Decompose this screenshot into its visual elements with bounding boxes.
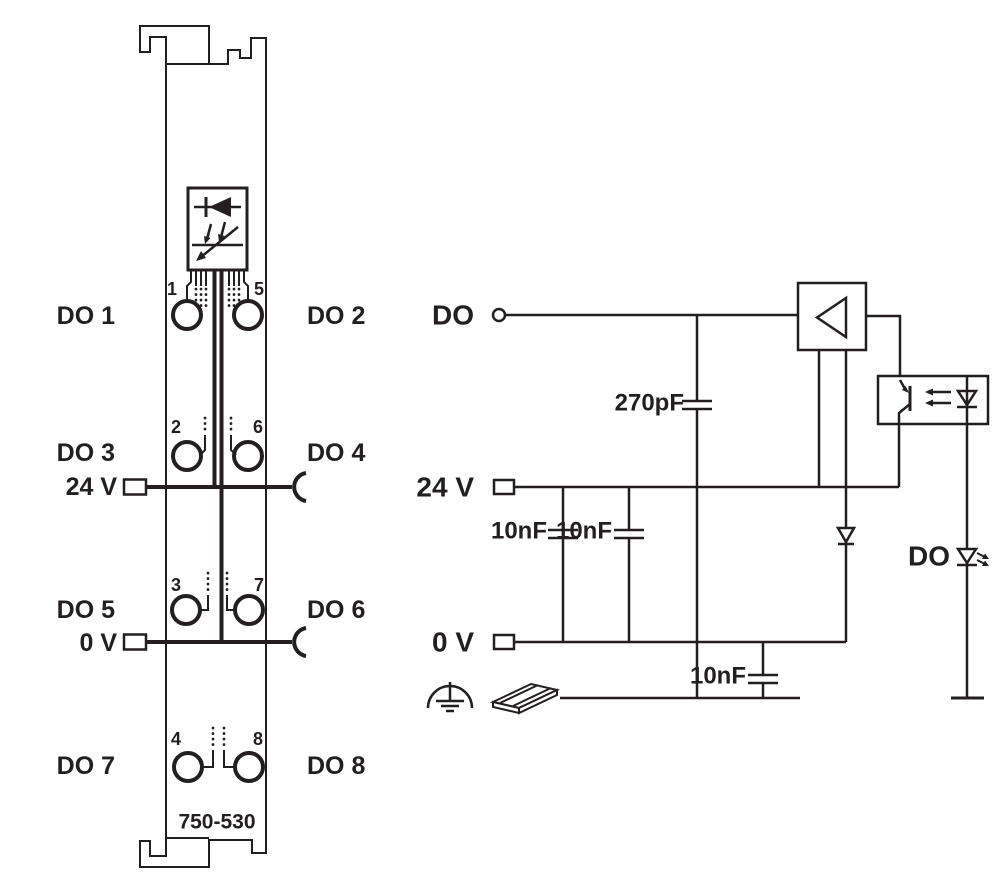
led-ribbon — [186, 270, 249, 642]
amplifier-frame — [796, 281, 868, 352]
amplifier-triangle — [814, 295, 848, 340]
terminal-7 — [233, 594, 265, 626]
led-block-frame — [186, 186, 249, 272]
channel-label-do6: DO 6 — [307, 596, 365, 624]
part-number: 750-530 — [178, 811, 255, 834]
ribbon-wire-to-terminal-1 — [186, 271, 192, 301]
supply-rail-terminal — [492, 478, 516, 496]
module-zero-volt-label: 0 V — [79, 629, 117, 657]
channel-label-do4: DO 4 — [307, 439, 365, 467]
terminal-6 — [232, 440, 264, 472]
channel-label-do7: DO 7 — [57, 752, 115, 780]
cap-label-10nf-3: 10nF — [690, 663, 746, 690]
din-rail-side-face — [518, 688, 558, 715]
schematic-input-label: DO — [432, 300, 474, 331]
led-indicator-arrowhead — [196, 251, 206, 261]
module-supply-label: 24 V — [66, 473, 118, 501]
output-led: DO — [908, 541, 989, 572]
protection-diode-triangle — [835, 526, 857, 545]
output-led-triangle — [955, 547, 979, 566]
terminal-number: 2 — [171, 417, 181, 437]
supply-filter-cap-2: 10nF — [556, 487, 644, 642]
status-led-block-icon — [186, 186, 249, 272]
led-indicator-diagonal — [200, 226, 239, 258]
module-outline — [139, 25, 267, 868]
cap-label-270pf: 270pF — [615, 390, 684, 417]
module-supply-row — [122, 471, 307, 503]
led-arrow-2-head — [218, 234, 225, 242]
terminal-8 — [233, 751, 265, 783]
terminal-4 — [172, 751, 204, 783]
terminal-1 — [171, 299, 203, 331]
schematic-supply-label: 24 V — [416, 472, 474, 503]
optocoupler-icon — [876, 374, 990, 426]
opto-emitter-wire — [897, 403, 911, 424]
functional-earth-icon — [426, 682, 474, 713]
zero-volt-filter-cap: 10nF — [690, 642, 778, 698]
zero-volt-square-terminal — [122, 633, 148, 651]
supply-filter-cap-1: 10nF — [491, 487, 578, 642]
terminal-number: 7 — [254, 575, 264, 595]
supply-crescent-contact — [292, 471, 307, 503]
output-led-emission-1-head — [982, 553, 989, 559]
io-module: 1 5 2 6 3 7 4 8 DO 1 DO 2 DO 3 DO 4 DO 5… — [57, 25, 365, 868]
terminal-3 — [170, 594, 202, 626]
channel-label-do5: DO 5 — [57, 596, 115, 624]
opto-collector-wire — [898, 379, 907, 390]
channel-schematic: DO 24 V — [416, 281, 990, 715]
terminal-2 — [171, 440, 203, 472]
amp-to-opto-wire — [866, 314, 902, 385]
stub-wire — [223, 750, 235, 768]
din-rail-channel-edge-1 — [499, 684, 539, 704]
din-rail-icon — [489, 682, 561, 715]
terminal-number: 3 — [171, 575, 181, 595]
terminal-stub-wires — [199, 416, 237, 768]
ribbon-wire-to-terminal-5 — [243, 271, 249, 301]
opto-light-arrow-2-head — [925, 399, 933, 407]
terminal-number: 5 — [254, 279, 264, 299]
cap-label-10nf-1: 10nF — [491, 518, 547, 545]
output-led-emission-2-head — [982, 560, 989, 566]
schematic-output-label: DO — [908, 541, 950, 572]
input-filter-cap: 270pF — [615, 315, 712, 698]
terminal-number: 1 — [167, 279, 177, 299]
stub-wire — [230, 435, 237, 456]
terminal-5 — [232, 299, 264, 331]
cap-label-10nf-2: 10nF — [556, 518, 612, 545]
input-terminal-circle — [491, 307, 507, 323]
driver-amplifier-icon — [796, 281, 868, 352]
module-zero-volt-row — [122, 626, 307, 658]
channel-label-do8: DO 8 — [307, 752, 365, 780]
channel-label-do1: DO 1 — [57, 302, 115, 330]
zero-volt-rail-terminal — [492, 633, 516, 651]
terminal-number: 6 — [253, 417, 263, 437]
stub-wire — [199, 435, 206, 456]
supply-square-terminal — [122, 478, 148, 496]
led-diode-triangle — [209, 197, 231, 217]
led-arrow-1 — [205, 223, 213, 240]
zero-volt-crescent-contact — [292, 626, 307, 658]
terminal-number: 8 — [253, 729, 263, 749]
din-rail-channel-edge-2 — [512, 687, 552, 707]
opto-light-arrow-1-head — [925, 388, 933, 396]
stub-wire — [200, 595, 209, 611]
terminals — [170, 299, 265, 783]
led-arrow-1-head — [204, 236, 211, 244]
stub-wire — [202, 750, 214, 768]
opto-collector-arrowhead — [902, 386, 909, 393]
channel-label-do3: DO 3 — [57, 439, 115, 467]
schematic-zero-volt-label: 0 V — [432, 627, 474, 658]
earth-arc — [426, 684, 474, 709]
channel-label-do2: DO 2 — [307, 302, 365, 330]
stub-wire — [226, 595, 235, 611]
led-arrow-2 — [219, 221, 227, 238]
terminal-number: 4 — [171, 729, 181, 749]
